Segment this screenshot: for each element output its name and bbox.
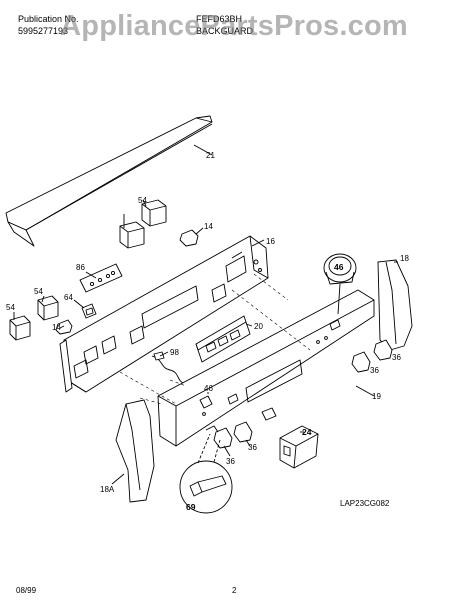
knob-46-right [323,253,357,285]
section-title: BACKGUARD [196,26,254,36]
electronic-control-20 [195,315,251,363]
callout-86: 86 [76,263,85,272]
switch-24 [279,425,319,469]
knob-46-mid [199,395,213,409]
callout-36: 36 [248,443,257,452]
knob-36-upper-right [373,339,393,361]
knob-36-lowest [213,427,233,449]
leader-21 [193,144,213,156]
model-number: FEFD63BH [196,14,243,24]
trim-strip [5,115,213,247]
watermark: AppliancePartsPros.com [60,10,408,42]
callout-36: 36 [226,457,235,466]
callout-98: 98 [170,348,179,357]
callout-18A: 18A [100,485,115,494]
end-cap-18A [115,399,155,503]
end-cap-18 [377,259,413,351]
callout-69: 69 [186,502,196,512]
callout-54: 54 [34,287,43,296]
footer-page: 2 [232,586,237,595]
callout-46: 46 [334,262,344,272]
diagram-code: LAP23CG082 [340,499,390,508]
callout-20: 20 [254,322,263,331]
callout-14: 14 [204,222,213,231]
callout-21: 21 [206,151,215,160]
connector [261,407,277,421]
control-panel-19 [157,289,375,447]
callout-36: 36 [392,353,401,362]
switch-54-left [9,295,59,341]
indicator-64 [81,303,97,319]
callout-18: 18 [400,254,409,263]
switch-54-top [119,199,167,249]
publication-number: 5995277193 [18,26,69,36]
callout-54: 54 [6,303,15,312]
callout-64: 64 [64,293,73,302]
callout-19: 19 [372,392,381,401]
callout-16: 16 [266,237,275,246]
callout-14: 14 [52,323,61,332]
knob-36-lower [233,421,253,443]
clip-14-left [55,319,73,335]
callout-24: 24 [302,427,312,437]
zoom-detail-69 [179,460,233,514]
knob-36-lower-right [351,351,371,373]
footer-date: 08/99 [16,586,37,595]
backguard-panel [59,235,269,393]
publication-label: Publication No. [18,14,79,24]
label-plate-86 [79,263,123,293]
clip-14-top [179,229,199,247]
callout-46: 46 [204,384,213,393]
callout-36: 36 [370,366,379,375]
callout-54: 54 [138,196,147,205]
